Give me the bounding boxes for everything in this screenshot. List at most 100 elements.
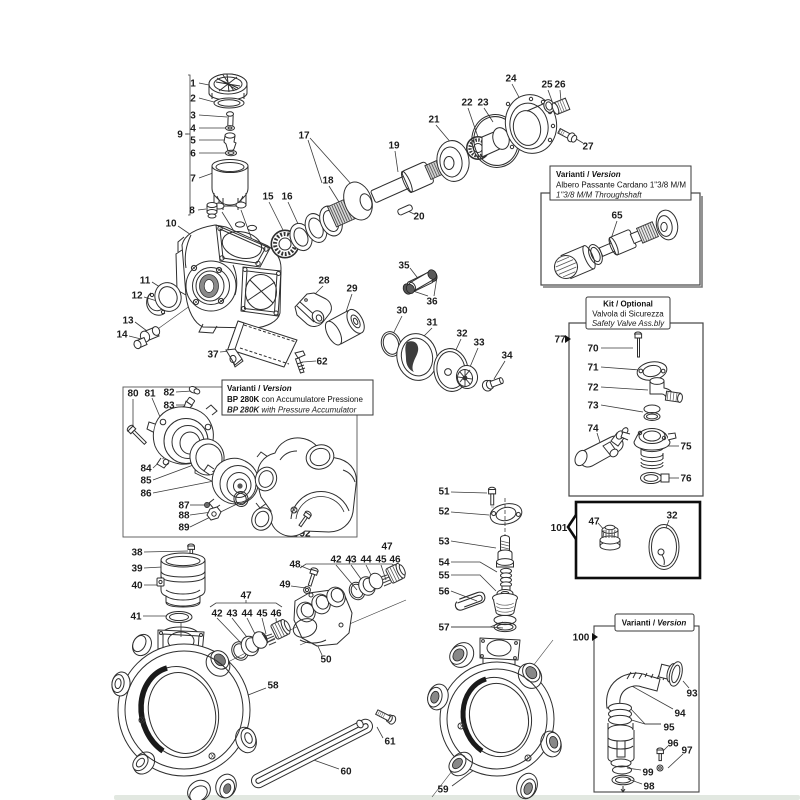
svg-text:60: 60 <box>340 767 352 778</box>
svg-text:47: 47 <box>588 517 600 528</box>
svg-text:62: 62 <box>316 357 328 368</box>
svg-text:33: 33 <box>473 338 485 349</box>
svg-text:48: 48 <box>289 560 301 571</box>
svg-text:8: 8 <box>189 206 195 217</box>
svg-text:27: 27 <box>582 142 594 153</box>
svg-text:9: 9 <box>177 130 183 141</box>
svg-text:30: 30 <box>396 306 408 317</box>
svg-text:Valvola di Sicurezza: Valvola di Sicurezza <box>592 310 664 319</box>
svg-text:13: 13 <box>122 316 134 327</box>
svg-text:98: 98 <box>643 782 655 793</box>
svg-text:52: 52 <box>438 507 450 518</box>
svg-text:85: 85 <box>140 476 152 487</box>
svg-text:75: 75 <box>680 442 692 453</box>
svg-text:35: 35 <box>398 261 410 272</box>
svg-text:101: 101 <box>551 523 568 534</box>
svg-text:56: 56 <box>438 587 450 598</box>
svg-text:54: 54 <box>438 558 450 569</box>
svg-text:86: 86 <box>140 489 152 500</box>
svg-text:7: 7 <box>190 174 196 185</box>
svg-text:49: 49 <box>279 580 291 591</box>
svg-text:BP 280K con Accumulatore Pres: BP 280K con Accumulatore Pressione <box>227 395 363 404</box>
svg-text:11: 11 <box>140 276 151 287</box>
svg-text:97: 97 <box>681 746 693 757</box>
svg-text:Albero Passante Cardano 1"3/8: Albero Passante Cardano 1"3/8 M/M <box>556 181 686 190</box>
svg-text:22: 22 <box>461 98 473 109</box>
svg-text:44: 44 <box>241 609 253 620</box>
svg-text:58: 58 <box>267 681 279 692</box>
svg-text:39: 39 <box>131 564 143 575</box>
svg-text:43: 43 <box>226 609 238 620</box>
svg-text:74: 74 <box>587 424 599 435</box>
svg-text:93: 93 <box>686 689 698 700</box>
svg-text:83: 83 <box>163 401 175 412</box>
svg-text:3: 3 <box>190 111 196 122</box>
svg-text:12: 12 <box>131 291 143 302</box>
svg-text:72: 72 <box>587 383 599 394</box>
svg-text:37: 37 <box>207 350 219 361</box>
svg-text:BP 280K with Pressure Accumul: BP 280K with Pressure Accumulator <box>227 406 357 415</box>
svg-text:25: 25 <box>541 80 553 91</box>
svg-text:6: 6 <box>190 149 196 160</box>
svg-text:42: 42 <box>211 609 223 620</box>
svg-text:26: 26 <box>554 80 566 91</box>
svg-text:44: 44 <box>360 555 372 566</box>
svg-text:77: 77 <box>554 335 566 346</box>
svg-text:18: 18 <box>322 176 334 187</box>
svg-text:45: 45 <box>375 555 387 566</box>
svg-text:50: 50 <box>320 655 332 666</box>
svg-text:5: 5 <box>190 136 196 147</box>
svg-text:15: 15 <box>262 192 274 203</box>
svg-text:32: 32 <box>666 511 678 522</box>
svg-text:2: 2 <box>190 94 196 105</box>
svg-text:32: 32 <box>456 329 468 340</box>
svg-text:45: 45 <box>256 609 268 620</box>
svg-text:23: 23 <box>477 98 489 109</box>
svg-text:29: 29 <box>346 284 358 295</box>
svg-text:87: 87 <box>178 501 190 512</box>
svg-text:88: 88 <box>178 511 190 522</box>
svg-text:43: 43 <box>345 555 357 566</box>
svg-text:21: 21 <box>428 115 440 126</box>
svg-text:94: 94 <box>674 709 686 720</box>
svg-text:100: 100 <box>573 633 590 644</box>
svg-text:40: 40 <box>131 581 143 592</box>
svg-text:80: 80 <box>127 389 139 400</box>
svg-text:99: 99 <box>642 768 654 779</box>
svg-text:46: 46 <box>389 555 401 566</box>
svg-text:47: 47 <box>381 542 393 553</box>
svg-text:17: 17 <box>298 131 310 142</box>
svg-text:51: 51 <box>438 487 450 498</box>
svg-text:42: 42 <box>330 555 342 566</box>
svg-text:16: 16 <box>281 192 293 203</box>
svg-text:Varianti / Version: Varianti / Version <box>227 384 292 393</box>
svg-text:47: 47 <box>240 591 252 602</box>
svg-text:57: 57 <box>438 623 450 634</box>
svg-text:55: 55 <box>438 571 450 582</box>
svg-text:96: 96 <box>667 739 679 750</box>
svg-text:89: 89 <box>178 523 190 534</box>
svg-text:73: 73 <box>587 401 599 412</box>
svg-text:Varianti / Version: Varianti / Version <box>556 170 621 179</box>
svg-text:41: 41 <box>130 612 142 623</box>
svg-text:92: 92 <box>299 529 311 540</box>
svg-text:38: 38 <box>131 548 143 559</box>
svg-text:61: 61 <box>384 737 396 748</box>
svg-text:31: 31 <box>426 318 438 329</box>
svg-text:24: 24 <box>505 74 517 85</box>
svg-text:95: 95 <box>663 723 675 734</box>
svg-text:65: 65 <box>611 211 623 222</box>
svg-text:59: 59 <box>437 785 449 796</box>
svg-text:19: 19 <box>388 141 400 152</box>
svg-text:1"3/8 M/M Throughshaft: 1"3/8 M/M Throughshaft <box>556 191 642 200</box>
svg-text:53: 53 <box>438 537 450 548</box>
svg-text:1: 1 <box>190 79 196 90</box>
svg-text:84: 84 <box>140 464 152 475</box>
svg-text:Varianti / Version: Varianti / Version <box>622 619 687 628</box>
svg-text:76: 76 <box>680 474 692 485</box>
svg-text:81: 81 <box>144 389 156 400</box>
svg-text:28: 28 <box>318 276 330 287</box>
svg-text:14: 14 <box>116 330 128 341</box>
svg-text:46: 46 <box>270 609 282 620</box>
svg-text:20: 20 <box>413 212 425 223</box>
